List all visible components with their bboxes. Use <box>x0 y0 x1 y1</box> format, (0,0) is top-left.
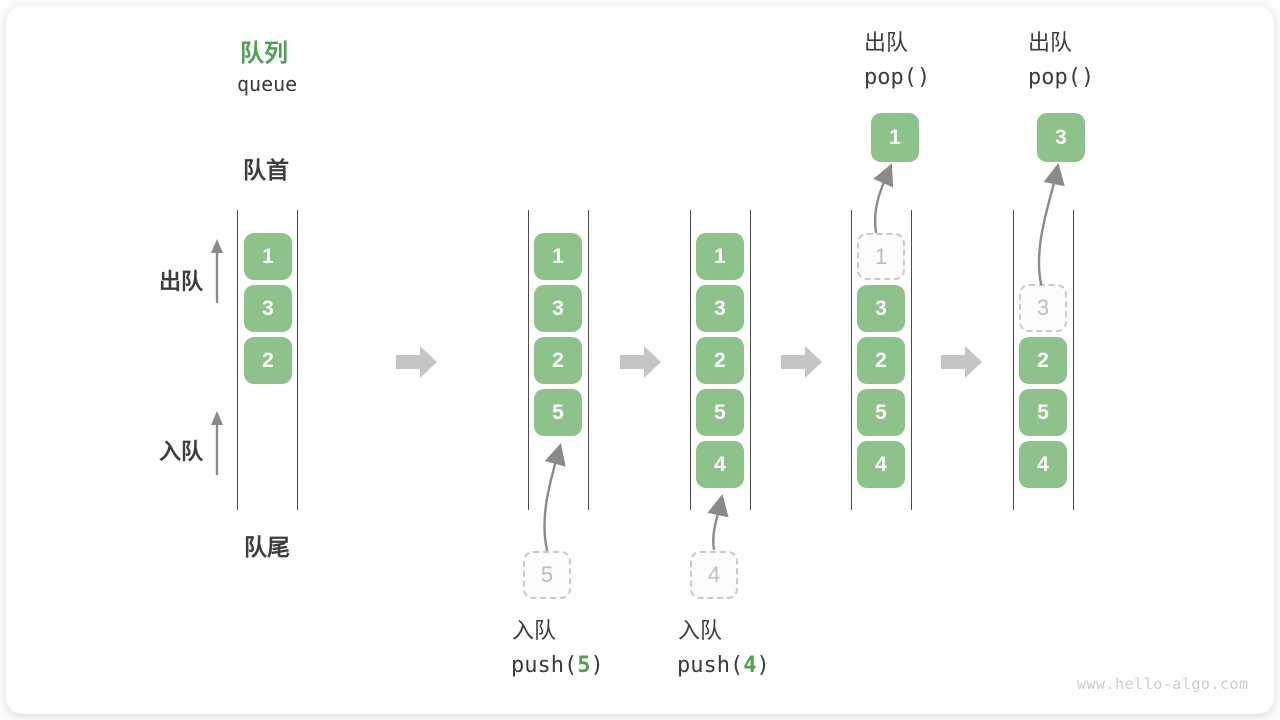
queue-element: 2 <box>1019 337 1067 384</box>
dequeued-slot-ghost: 3 <box>1019 284 1067 332</box>
queue-element: 2 <box>244 337 292 384</box>
op-call-push-4: push(4) <box>677 653 770 678</box>
enqueue-direction-arrow <box>211 411 223 476</box>
op-label-enqueue: 入队 <box>512 618 557 643</box>
queue-element: 1 <box>534 233 582 280</box>
queue-element: 1 <box>696 233 744 280</box>
transition-arrow-icon <box>781 346 822 378</box>
queue-element: 2 <box>534 337 582 384</box>
transition-arrow-icon <box>620 346 661 378</box>
queue-element: 5 <box>1019 389 1067 436</box>
queue-element: 4 <box>1019 441 1067 488</box>
dequeue-path-arrow <box>1037 162 1065 286</box>
transition-arrow-icon <box>941 346 982 378</box>
queue-element: 3 <box>696 285 744 332</box>
enqueue-path-arrow <box>707 493 729 551</box>
queue-element: 1 <box>244 233 292 280</box>
op-call-pop: pop() <box>864 65 931 90</box>
queue-element: 3 <box>857 285 905 332</box>
op-label-enqueue: 入队 <box>678 618 723 643</box>
queue-element: 5 <box>534 389 582 436</box>
label-dequeue-direction: 出队 <box>158 269 203 294</box>
queue-element: 3 <box>244 285 292 332</box>
transition-arrow-icon <box>396 346 437 378</box>
watermark: www.hello-algo.com <box>1077 675 1249 693</box>
queue-container-state3 <box>690 210 751 510</box>
popped-element: 1 <box>871 113 919 162</box>
dequeued-slot-ghost: 1 <box>857 233 905 280</box>
label-enqueue-direction: 入队 <box>158 439 203 464</box>
label-queue-rear: 队尾 <box>244 534 290 560</box>
diagram-title-en: queue <box>237 72 298 96</box>
label-queue-front: 队首 <box>243 157 289 183</box>
diagram-title-zh: 队列 <box>240 40 288 67</box>
pending-enqueue-element: 4 <box>690 551 738 599</box>
queue-container-state5 <box>1013 210 1074 510</box>
op-call-push-5: push(5) <box>511 653 604 678</box>
queue-element: 2 <box>696 337 744 384</box>
enqueue-path-arrow <box>543 443 566 552</box>
op-label-dequeue: 出队 <box>1028 30 1073 55</box>
queue-element: 4 <box>696 441 744 488</box>
queue-element: 4 <box>857 441 905 488</box>
op-label-dequeue: 出队 <box>864 30 909 55</box>
popped-element: 3 <box>1037 113 1085 162</box>
push-arg-value: 5 <box>577 653 591 678</box>
queue-element: 3 <box>534 285 582 332</box>
queue-container-state1 <box>237 210 298 510</box>
op-call-pop: pop() <box>1028 65 1095 90</box>
queue-element: 2 <box>857 337 905 384</box>
queue-element: 5 <box>696 389 744 436</box>
queue-container-state2 <box>528 210 589 510</box>
dequeue-direction-arrow <box>211 239 223 304</box>
queue-container-state4 <box>851 210 912 510</box>
queue-element: 5 <box>857 389 905 436</box>
push-arg-value: 4 <box>743 653 757 678</box>
pending-enqueue-element: 5 <box>523 551 571 599</box>
dequeue-path-arrow <box>873 163 894 234</box>
